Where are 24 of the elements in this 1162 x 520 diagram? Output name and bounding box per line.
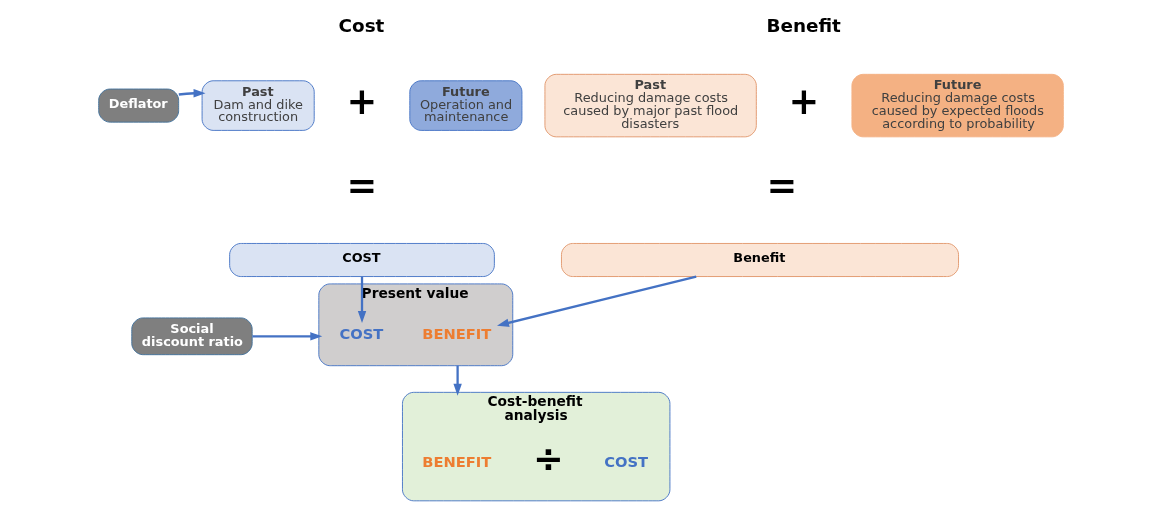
node-box: Benefit: [561, 243, 959, 277]
node-box: Past Reducing damage costs caused by major past flood disasters: [544, 73, 757, 138]
node-box: Past Dam and dike construction: [201, 80, 315, 131]
arrow: [178, 89, 206, 98]
label: ÷: [532, 438, 564, 482]
label: =: [766, 164, 798, 208]
arrow: [496, 275, 697, 327]
label: Cost: [338, 15, 385, 37]
label: =: [346, 164, 378, 208]
arrow: [357, 276, 367, 324]
node-text: BENEFIT: [422, 324, 492, 342]
label: +: [788, 79, 820, 123]
node-box: Deflator: [98, 88, 180, 123]
node-box: COST: [229, 243, 495, 277]
node-text: BENEFIT: [422, 452, 492, 470]
arrow: [453, 365, 462, 396]
node-text: COST: [604, 452, 649, 470]
label: +: [346, 79, 378, 123]
node-box: Future Reducing damage costs caused by expected floods according to probability: [851, 73, 1064, 138]
label: Benefit: [766, 15, 841, 37]
node-box: Social discount ratio: [131, 317, 253, 356]
node-box: Future Operation and maintenance: [409, 80, 523, 131]
node-text: COST: [339, 324, 384, 342]
arrow: [252, 332, 323, 341]
